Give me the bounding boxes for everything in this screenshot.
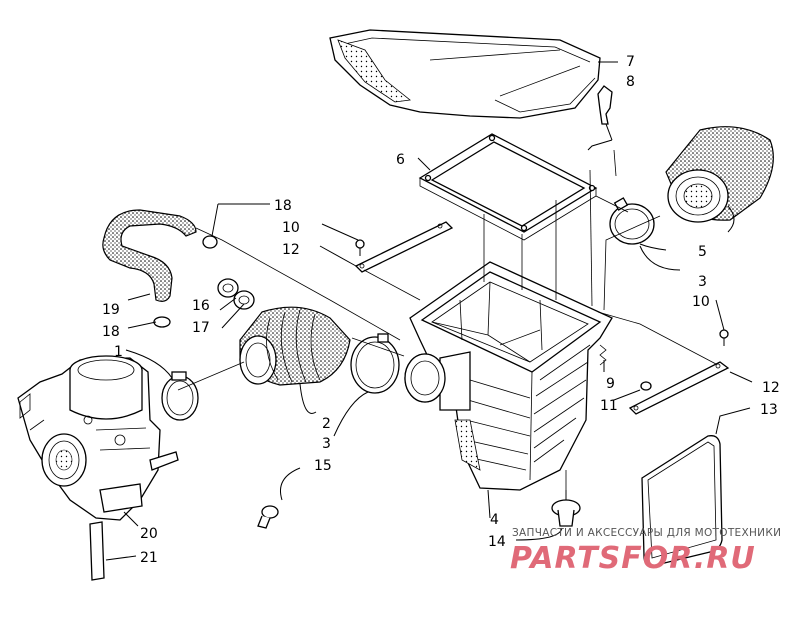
label-3-right: 3: [698, 274, 707, 290]
screw-15: [257, 505, 279, 529]
screw-upper: [355, 239, 365, 256]
label-15: 15: [314, 458, 332, 474]
carb-clamp: [161, 371, 199, 421]
label-13: 13: [760, 402, 778, 418]
airbox-cover: [329, 29, 601, 119]
label-5: 5: [698, 244, 707, 260]
label-11: 11: [600, 398, 618, 414]
air-filter: [665, 126, 774, 223]
side-plate: [641, 435, 723, 567]
bracket-left: [354, 221, 454, 273]
label-18-lower: 18: [102, 324, 120, 340]
label-21: 21: [140, 550, 158, 566]
label-12-upper: 12: [282, 242, 300, 258]
bracket-right: [628, 361, 730, 415]
label-8: 8: [626, 74, 635, 90]
nut-right: [640, 381, 652, 391]
label-18-upper: 18: [274, 198, 292, 214]
label-10-right: 10: [692, 294, 710, 310]
label-17: 17: [192, 320, 210, 336]
fitting-16: [217, 278, 239, 298]
label-4: 4: [490, 512, 499, 528]
boot-clamp: [350, 333, 400, 394]
filter-clamp: [609, 197, 655, 245]
label-2: 2: [322, 416, 331, 432]
filter-frame: [418, 133, 598, 241]
hose-clamp-lower: [153, 316, 171, 328]
label-14: 14: [488, 534, 506, 550]
hose-clamp-upper: [202, 235, 218, 249]
label-3-mid: 3: [322, 436, 331, 452]
label-19: 19: [102, 302, 120, 318]
carburetor: [17, 355, 179, 521]
drain-plug: [551, 490, 581, 527]
spring-clip: [599, 344, 607, 366]
label-12-right: 12: [762, 380, 780, 396]
fitting-17: [233, 290, 255, 310]
leader-lines: [105, 61, 753, 561]
watermark-logo: PARTSFOR.RU: [510, 541, 756, 576]
cover-clip: [597, 85, 613, 141]
label-6: 6: [396, 152, 405, 168]
watermark-caption: ЗАПЧАСТИ И АКСЕССУАРЫ ДЛЯ МОТОТЕХНИКИ: [512, 527, 782, 539]
label-20: 20: [140, 526, 158, 542]
screw-right: [719, 329, 729, 346]
label-7: 7: [626, 54, 635, 70]
breather-hose: [102, 209, 197, 302]
airbox-housing: [404, 261, 613, 491]
label-9: 9: [606, 376, 615, 392]
label-16: 16: [192, 298, 210, 314]
carb-drain-hose: [89, 521, 105, 581]
label-10-upper: 10: [282, 220, 300, 236]
callout-labels: 7 8 6 18 10 12 5 3 10 16 17 19 18 1 9 12…: [102, 54, 780, 566]
intake-boot: [239, 306, 351, 386]
label-1: 1: [114, 344, 123, 360]
